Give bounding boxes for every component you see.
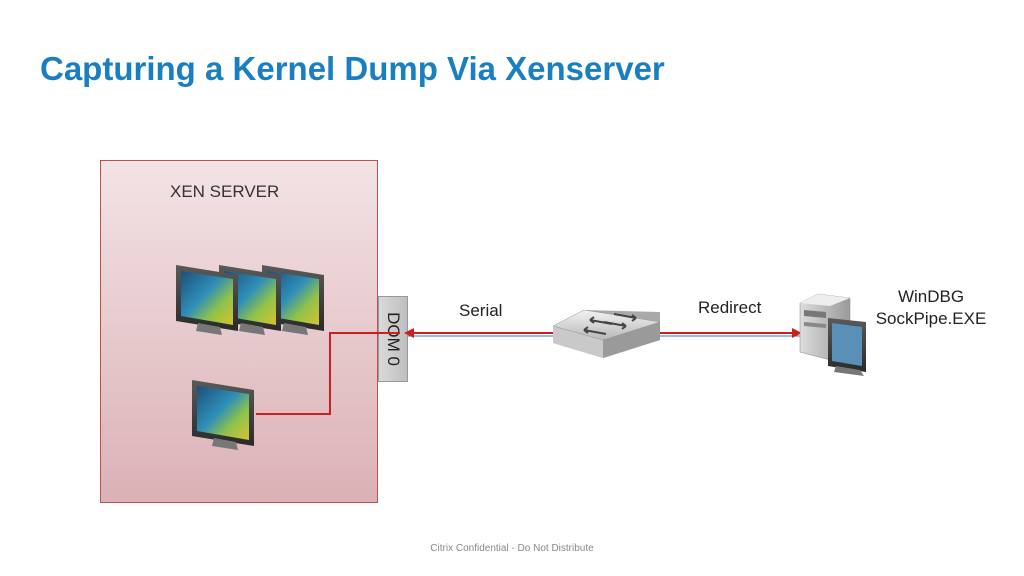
computer-workstation-icon (799, 293, 866, 376)
monitor-icon (176, 265, 238, 335)
arrowhead-right (792, 328, 802, 338)
dom0-box: DOM 0 (378, 296, 408, 382)
workstation-label-line2: SockPipe.EXE (875, 309, 987, 328)
workstation-label-line1: WinDBG (897, 287, 965, 306)
xen-server-box (100, 160, 378, 503)
redirect-label: Redirect (698, 298, 762, 317)
footer-confidential: Citrix Confidential - Do Not Distribute (430, 543, 594, 554)
arrowhead-left (404, 328, 414, 338)
serial-label: Serial (459, 301, 503, 320)
network-switch-icon (552, 309, 661, 358)
workstation-label: WinDBG SockPipe.EXE (866, 286, 996, 330)
xen-server-label: XEN SERVER (170, 182, 280, 201)
slide-title: Capturing a Kernel Dump Via Xenserver (40, 50, 665, 87)
monitor-to-dom0-wire (256, 332, 400, 415)
monitor-icon (192, 380, 254, 450)
